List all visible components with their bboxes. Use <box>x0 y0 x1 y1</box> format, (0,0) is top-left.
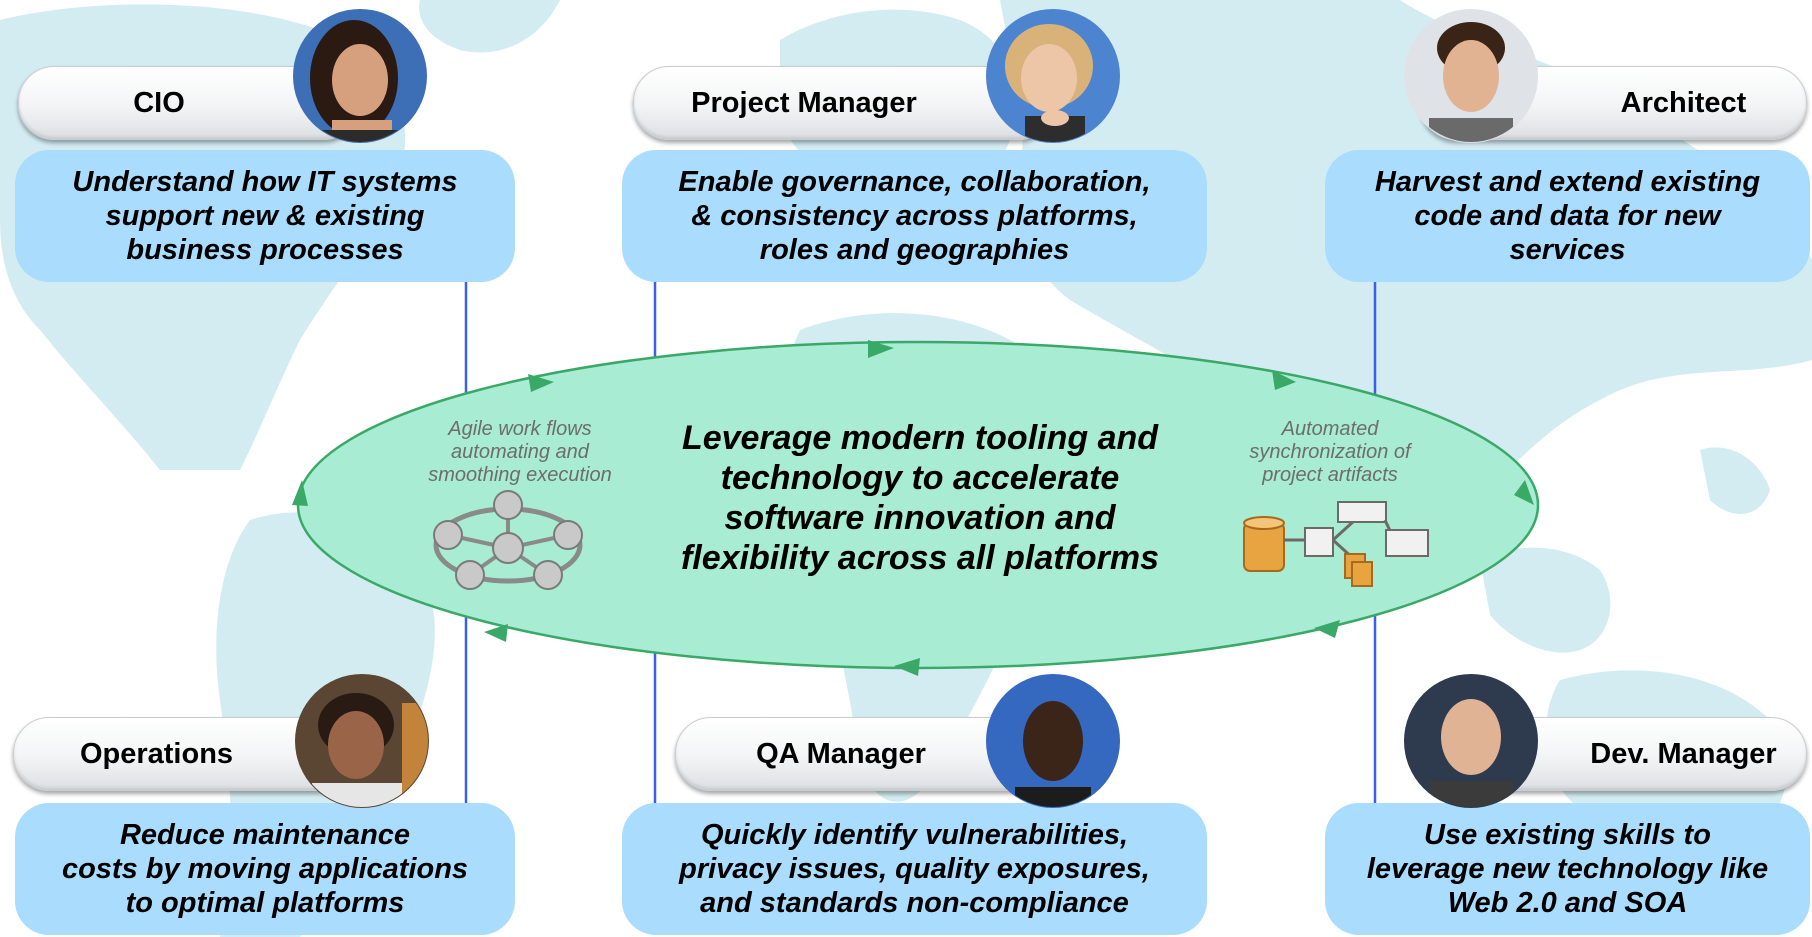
goal-box-qa-manager: Quickly identify vulnerabilities, privac… <box>622 803 1207 935</box>
artifacts-sync-icon <box>1243 501 1429 587</box>
goal-box-cio: Understand how IT systems support new & … <box>15 150 515 282</box>
role-title: Project Manager <box>691 86 917 119</box>
dev-manager-avatar <box>1404 674 1538 808</box>
goal-box-architect: Harvest and extend existing code and dat… <box>1325 150 1810 282</box>
network-spheres-icon <box>433 490 583 590</box>
project-manager-avatar <box>986 9 1120 143</box>
role-pill-project-manager: Project Manager <box>633 66 1055 140</box>
cycle-arrows <box>292 340 1534 676</box>
role-title: Operations <box>79 737 234 770</box>
role-title: Dev. Manager <box>1590 737 1777 770</box>
role-title: QA Manager <box>756 737 926 770</box>
qa-manager-avatar <box>986 674 1120 808</box>
architect-avatar <box>1404 9 1538 143</box>
goal-box-project-manager: Enable governance, collaboration, & cons… <box>622 150 1207 282</box>
role-title: Architect <box>1620 86 1747 119</box>
caption-agile-workflows: Agile work flows automating and smoothin… <box>428 418 612 486</box>
cio-avatar <box>293 9 427 143</box>
caption-automated-sync: Automated synchronization of project art… <box>1249 418 1411 486</box>
role-title: CIO <box>133 86 185 119</box>
goal-box-dev-manager: Use existing skills to leverage new tech… <box>1325 803 1810 935</box>
goal-box-operations: Reduce maintenance costs by moving appli… <box>15 803 515 935</box>
central-statement: Leverage modern tooling and technology t… <box>680 419 1160 577</box>
operations-avatar <box>295 674 429 808</box>
